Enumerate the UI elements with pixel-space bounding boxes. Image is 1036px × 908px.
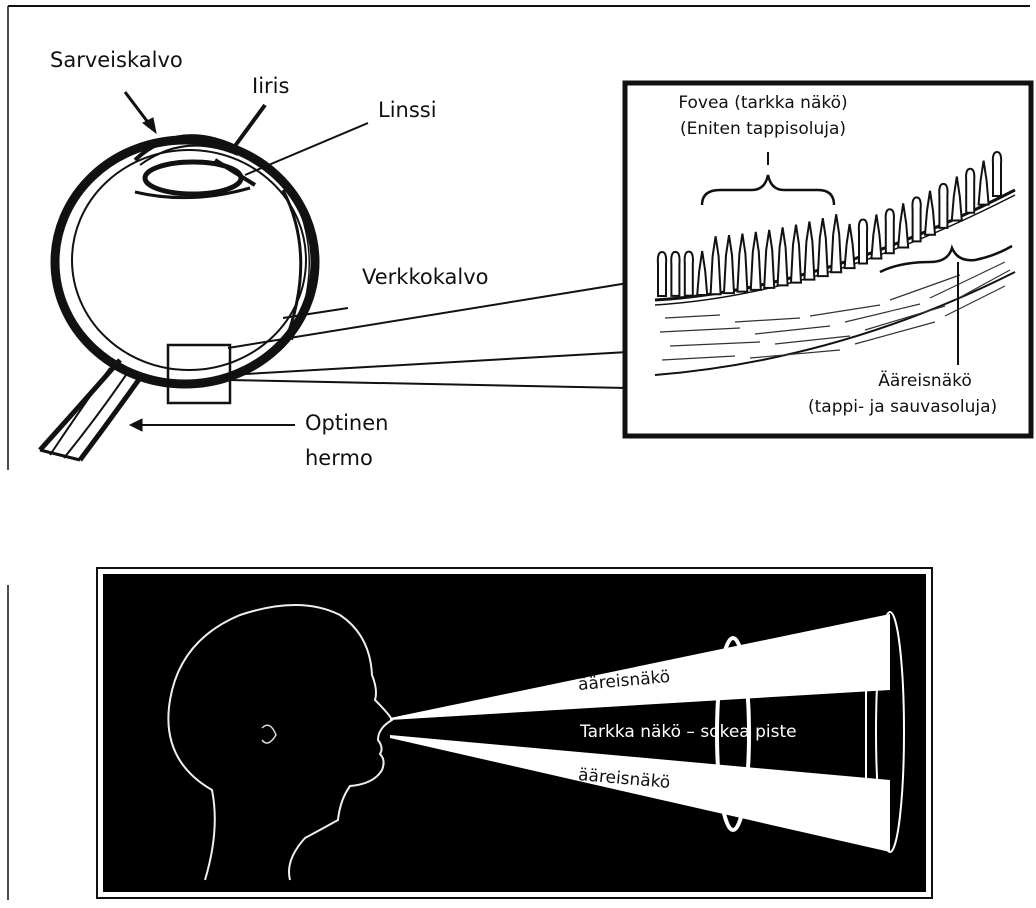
photoreceptor-cell (939, 184, 947, 228)
label-fovea-2: (Eniten tappisoluja) (668, 120, 858, 140)
photoreceptor-cell (966, 169, 974, 213)
label-central-vision: Tarkka näkö – sokea piste (580, 723, 797, 743)
label-iris: Iiris (252, 74, 289, 98)
photoreceptor-cell (685, 252, 693, 296)
photoreceptor-cell (912, 197, 920, 241)
optic-nerve-shape (40, 360, 140, 460)
label-cornea: Sarveiskalvo (50, 48, 183, 72)
photoreceptor-cell (886, 209, 894, 253)
photoreceptor-cell (658, 252, 666, 296)
label-fovea-1: Fovea (tarkka näkö) (672, 94, 854, 114)
label-optic-nerve-1: Optinen (305, 411, 388, 435)
photoreceptor-cell (671, 252, 679, 296)
photoreceptor-cell (859, 219, 867, 263)
retina-zoom-box (168, 345, 230, 403)
label-optic-nerve-2: hermo (305, 446, 373, 470)
photoreceptor-cell (993, 152, 1001, 196)
label-retina: Verkkokalvo (362, 265, 488, 289)
label-periphery-2: (tappi- ja sauvasoluja) (808, 398, 997, 418)
label-lens: Linssi (378, 98, 437, 122)
label-periphery-1: Ääreisnäkö (850, 372, 1000, 392)
vision-panel (97, 568, 932, 898)
